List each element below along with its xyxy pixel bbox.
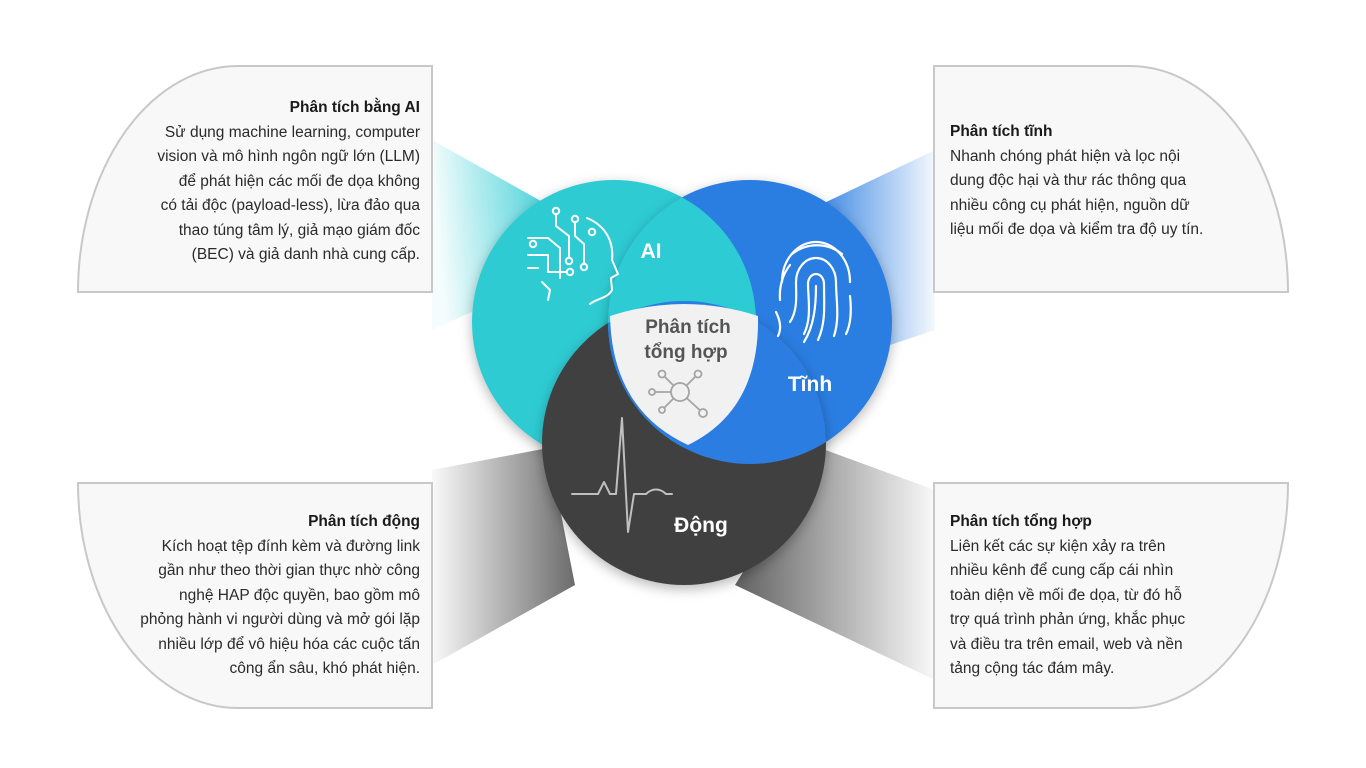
dong-connector-beam	[432, 448, 575, 665]
tonghop-card-body: Liên kết các sự kiện xảy ra trên nhiều k…	[950, 537, 1186, 678]
tinh-card	[933, 65, 1290, 293]
center-label-line2: tổng hợp	[644, 342, 727, 363]
tonghop-card-title: Phân tích tổng hợp	[950, 513, 1092, 530]
ai-head-circuit-icon	[527, 206, 619, 305]
ai-label: AI	[641, 240, 662, 263]
tonghop-card-content: Phân tích tổng hợp Liên kết các sự kiện …	[950, 510, 1260, 682]
dong-label: Động	[674, 514, 728, 537]
fingerprint-icon	[774, 240, 852, 344]
tinh-card-body: Nhanh chóng phát hiện và lọc nội dung độ…	[950, 147, 1204, 239]
dong-card-content: Phân tích động Kích hoạt tệp đính kèm và…	[112, 510, 420, 682]
tonghop-card	[933, 482, 1290, 709]
center-overlap-region	[610, 304, 759, 445]
ai-card	[76, 65, 433, 293]
tinh-label: Tĩnh	[788, 373, 832, 396]
ai-card-body: Sử dụng machine learning, computer visio…	[157, 123, 420, 264]
heartbeat-icon	[571, 417, 673, 533]
network-node-icon	[648, 369, 708, 418]
center-label-line1: Phân tích	[645, 317, 731, 338]
dong-card-body: Kích hoạt tệp đính kèm và đường link gần…	[140, 537, 420, 678]
tinh-card-title: Phân tích tĩnh	[950, 123, 1053, 140]
ai-card-content: Phân tích bằng AI Sử dụng machine learni…	[112, 96, 420, 268]
tinh-card-content: Phân tích tĩnh Nhanh chóng phát hiện và …	[950, 120, 1260, 243]
tinh-connector-beam	[820, 150, 935, 345]
dong-card-title: Phân tích động	[308, 513, 420, 530]
dong-card	[76, 482, 433, 709]
ai-card-title: Phân tích bằng AI	[289, 99, 420, 116]
